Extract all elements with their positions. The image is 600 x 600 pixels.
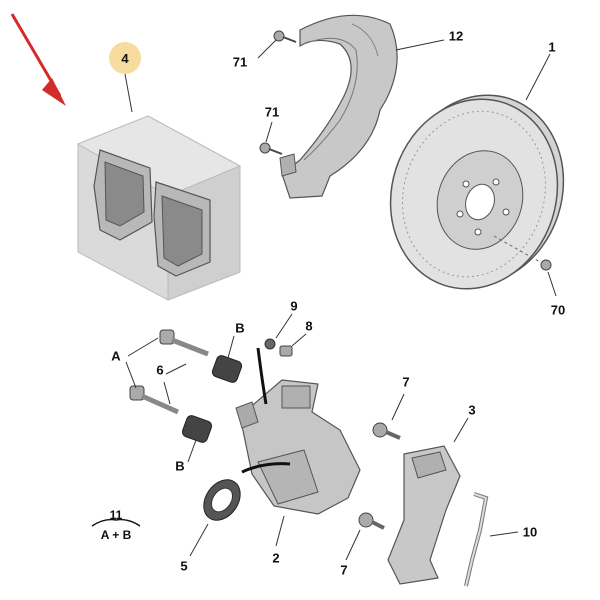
caliper-bracket — [387, 445, 461, 585]
callout-3[interactable]: 3 — [468, 402, 476, 418]
bleed-screw — [264, 338, 293, 357]
callout-7-upper[interactable]: 7 — [402, 374, 410, 390]
brake-pad-set-box — [76, 115, 242, 301]
callout-A[interactable]: A — [111, 348, 121, 364]
piston-seal — [203, 479, 241, 521]
callout-5[interactable]: 5 — [180, 558, 188, 574]
legend-number: 11 — [109, 508, 123, 522]
guide-pin-upper — [159, 329, 243, 383]
callout-70[interactable]: 70 — [550, 302, 566, 318]
legend-kit-11: 11 A + B — [86, 508, 146, 542]
callout-B-lower[interactable]: B — [175, 458, 185, 474]
callout-8[interactable]: 8 — [305, 318, 313, 334]
callout-1[interactable]: 1 — [548, 39, 556, 55]
callout-71-lower[interactable]: 71 — [264, 104, 280, 120]
dust-shield — [279, 14, 398, 199]
bracket-bolt-lower — [358, 512, 385, 530]
callout-6[interactable]: 6 — [156, 362, 164, 378]
screw-71-lower — [259, 142, 283, 155]
callout-B-upper[interactable]: B — [235, 320, 245, 336]
guide-pin-lower — [129, 385, 213, 443]
screw-71-upper — [273, 30, 297, 43]
brake-caliper — [235, 379, 361, 515]
callout-7-lower[interactable]: 7 — [340, 562, 348, 578]
red-pointer-arrow-icon — [10, 13, 66, 106]
callout-12[interactable]: 12 — [448, 28, 464, 44]
callout-9[interactable]: 9 — [290, 298, 298, 314]
callout-10[interactable]: 10 — [522, 524, 538, 540]
legend-formula: A + B — [100, 528, 132, 542]
anti-rattle-spring — [464, 492, 489, 587]
legend-brace — [91, 518, 141, 527]
callout-2[interactable]: 2 — [272, 550, 280, 566]
part-4-label: 4 — [121, 50, 129, 66]
part-4-badge[interactable]: 4 — [109, 42, 141, 74]
callout-71-upper[interactable]: 71 — [232, 54, 248, 70]
brake-disc — [389, 94, 565, 290]
disc-screw-70 — [493, 235, 552, 271]
leader-4 — [124, 73, 133, 113]
bracket-bolt-upper — [372, 422, 401, 440]
